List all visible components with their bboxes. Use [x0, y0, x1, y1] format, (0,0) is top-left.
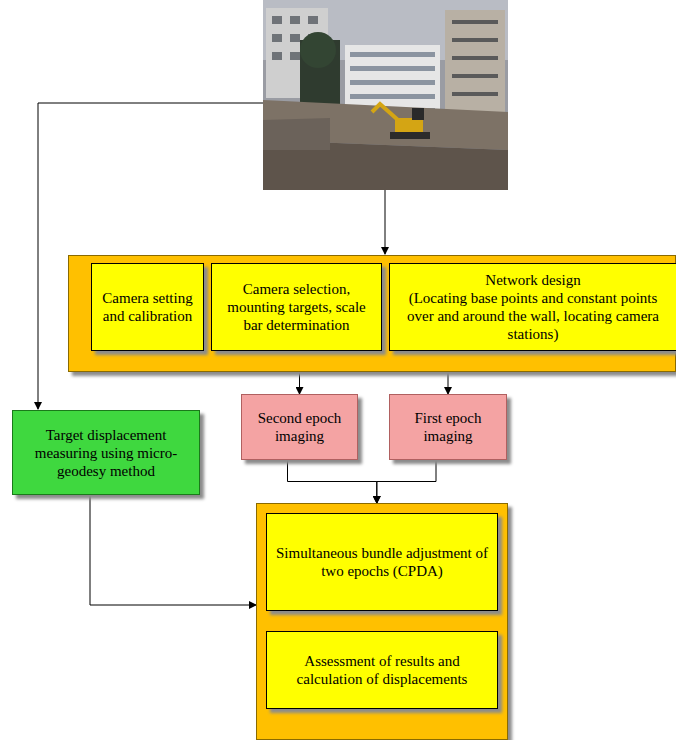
flow-arrow [299, 372, 300, 394]
process-box: Target displacement measuring using micr… [12, 410, 200, 495]
box-label: Camera setting and calibration [100, 289, 195, 325]
flow-arrow [377, 460, 436, 503]
process-box: Simultaneous bundle adjustment of two ep… [266, 513, 498, 611]
flow-arrow [448, 372, 449, 394]
process-box: Camera setting and calibration [91, 263, 204, 351]
box-label: Second epoch imaging [250, 409, 349, 445]
process-box: Assessment of results and calculation of… [266, 631, 498, 709]
flow-arrow [288, 460, 377, 503]
box-label: First epoch imaging [398, 409, 498, 445]
group-panel: Camera setting and calibration Camera sel… [68, 255, 676, 372]
box-label: Simultaneous bundle adjustment of two ep… [275, 544, 489, 580]
site-photo [263, 0, 508, 190]
box-label: Network design [485, 271, 580, 289]
leader-line [385, 190, 386, 254]
excavator [372, 104, 430, 139]
box-label: Camera selection, mounting targets, scal… [220, 280, 373, 334]
process-box: Network design(Locating base points and … [389, 263, 676, 351]
box-label: Target displacement measuring using micr… [21, 426, 191, 480]
box-label: Assessment of results and calculation of… [275, 652, 489, 688]
process-box: First epoch imaging [389, 394, 507, 460]
process-box: Second epoch imaging [241, 394, 358, 460]
group-panel: Simultaneous bundle adjustment of two ep… [256, 503, 508, 740]
process-box: Camera selection, mounting targets, scal… [211, 263, 382, 351]
box-note: (Locating base points and constant point… [398, 289, 668, 343]
flow-arrow [90, 495, 256, 605]
